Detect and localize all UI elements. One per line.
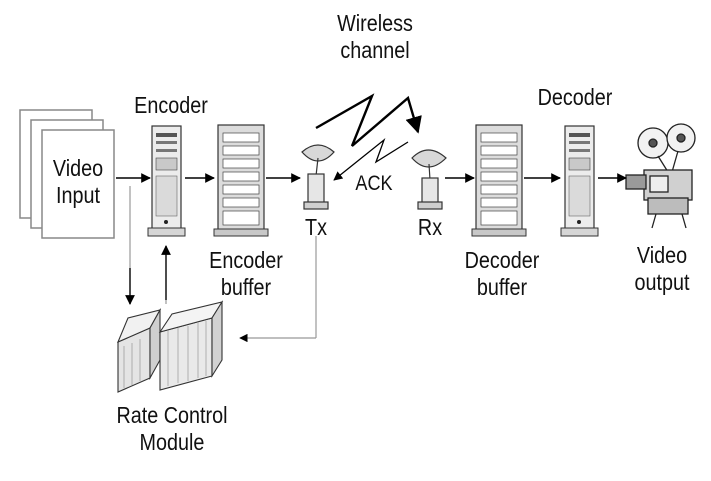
decoder-buffer-rack-icon — [471, 124, 527, 237]
ack-label: ACK — [355, 172, 393, 195]
decoder-computer-icon — [560, 125, 599, 237]
encoder-buffer-rack-icon — [213, 124, 269, 237]
ack-arrow — [333, 138, 409, 181]
encoder-label: Encoder — [134, 92, 208, 118]
wireless-channel-label: Wireless channel — [337, 10, 413, 63]
video-output-label: Video output — [634, 242, 690, 295]
video-input-label: Video Input — [52, 155, 104, 208]
decoder-buffer-label: Decoder buffer — [464, 247, 540, 300]
rate-control-label: Rate Control Module — [116, 402, 228, 455]
tx-label: Tx — [305, 214, 327, 240]
encoder-buffer-label: Encoder buffer — [209, 247, 283, 300]
feedback-lines — [129, 186, 317, 343]
rx-label: Rx — [417, 214, 443, 240]
video-input-pages — [19, 109, 115, 239]
rx-antenna-icon — [411, 149, 447, 210]
rate-control-module-icon — [116, 300, 224, 393]
encoder-computer-icon — [147, 125, 186, 237]
decoder-label: Decoder — [537, 84, 613, 110]
wireless-channel-arrow — [315, 93, 422, 147]
projector-icon — [625, 123, 696, 229]
tx-antenna-icon — [301, 144, 335, 210]
